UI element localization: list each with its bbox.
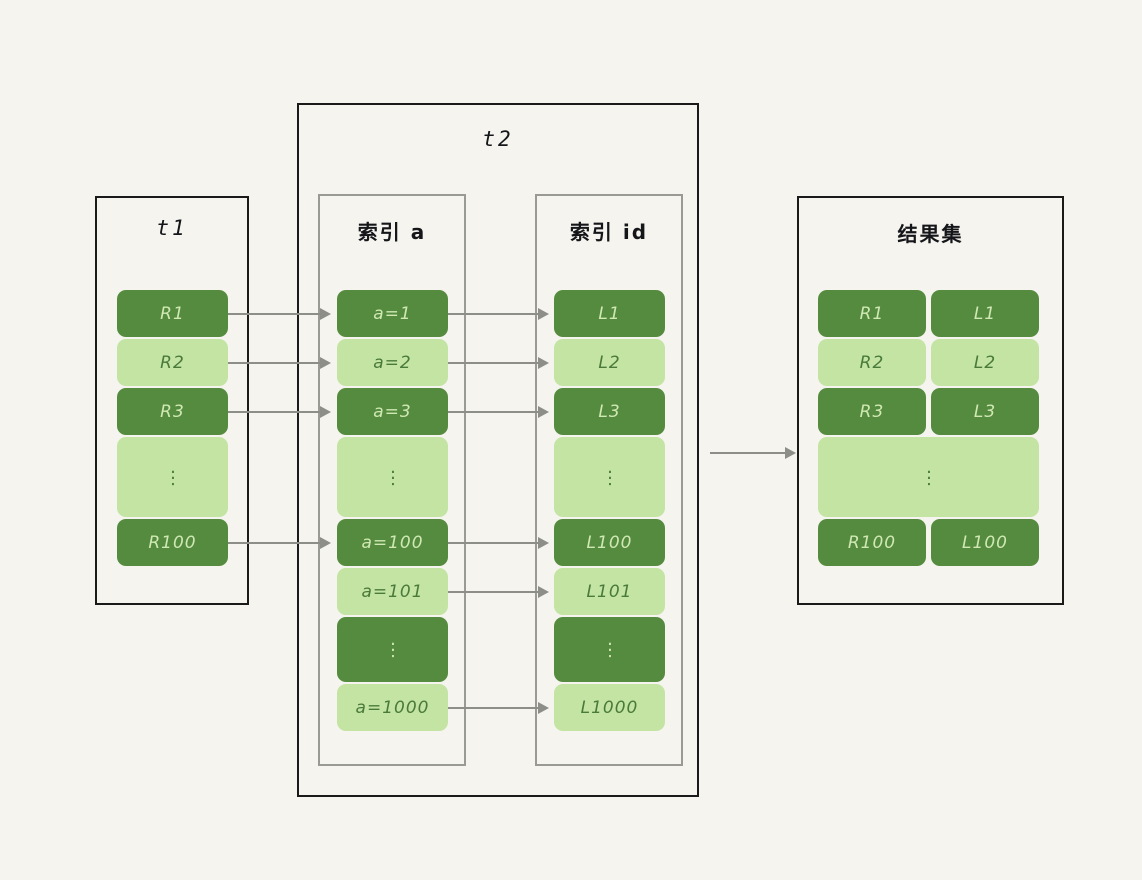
result-row-4-right-label: L100: [962, 532, 1008, 553]
index-id-cell-0[interactable]: L1: [554, 290, 665, 337]
index-id-cell-5-label: L101: [586, 581, 633, 602]
index-a-cell-7-label: a=1000: [355, 697, 430, 718]
index-id-cell-7-label: L1000: [580, 697, 639, 718]
arrow-t2-result-head-icon: [785, 447, 796, 459]
index-a-cell-0[interactable]: a=1: [337, 290, 448, 337]
index-a-cell-1[interactable]: a=2: [337, 339, 448, 386]
arrow-a101-head-icon: [538, 586, 549, 598]
t1-cell-2-label: R3: [160, 401, 185, 422]
t1-cell-3[interactable]: ⋮: [117, 437, 228, 517]
index-a-cell-5-label: a=101: [361, 581, 424, 602]
result-row-3-label: ⋮: [919, 465, 938, 488]
t1-cell-3-label: ⋮: [163, 465, 182, 488]
arrow-a3-head-icon: [538, 406, 549, 418]
result-row-0-right-label: L1: [973, 303, 997, 324]
arrow-a2-line: [448, 362, 538, 364]
subpanel-index-a-title: 索引 a: [357, 220, 427, 244]
result-row-0-left[interactable]: R1: [818, 290, 926, 337]
t1-cell-1[interactable]: R2: [117, 339, 228, 386]
result-row-4-right[interactable]: L100: [931, 519, 1039, 566]
arrow-a100-head-icon: [538, 537, 549, 549]
index-a-cell-5[interactable]: a=101: [337, 568, 448, 615]
arrow-a3-line: [448, 411, 538, 413]
arrow-a1000-line: [448, 707, 538, 709]
panel-result-title: 结果集: [897, 222, 964, 246]
index-a-cell-4[interactable]: a=100: [337, 519, 448, 566]
index-a-cell-2-label: a=3: [373, 401, 412, 422]
index-a-cell-4-label: a=100: [361, 532, 424, 553]
t1-cell-4[interactable]: R100: [117, 519, 228, 566]
result-row-2-left[interactable]: R3: [818, 388, 926, 435]
index-id-cell-3[interactable]: ⋮: [554, 437, 665, 517]
index-a-cell-7[interactable]: a=1000: [337, 684, 448, 731]
index-a-cell-6-label: ⋮: [383, 638, 402, 660]
arrow-t1-r1-head-icon: [320, 308, 331, 320]
index-a-cell-2[interactable]: a=3: [337, 388, 448, 435]
result-row-0-right[interactable]: L1: [931, 290, 1039, 337]
result-row-2-right[interactable]: L3: [931, 388, 1039, 435]
result-row-1-left-label: R2: [859, 352, 885, 373]
t1-cell-2[interactable]: R3: [117, 388, 228, 435]
panel-t1-title: t1: [156, 216, 188, 240]
result-row-2-right-label: L3: [973, 401, 997, 422]
result-row-2-left-label: R3: [859, 401, 885, 422]
index-id-cell-5[interactable]: L101: [554, 568, 665, 615]
subpanel-index-id-title: 索引 id: [569, 220, 649, 244]
index-id-cell-1[interactable]: L2: [554, 339, 665, 386]
index-a-cell-3-label: ⋮: [383, 465, 402, 488]
index-a-cell-6[interactable]: ⋮: [337, 617, 448, 682]
index-id-cell-6-label: ⋮: [600, 638, 619, 660]
arrow-a1-line: [448, 313, 538, 315]
index-a-cell-3[interactable]: ⋮: [337, 437, 448, 517]
t1-cell-1-label: R2: [160, 352, 185, 373]
arrow-a100-line: [448, 542, 538, 544]
arrow-t1-r2-head-icon: [320, 357, 331, 369]
index-id-cell-6[interactable]: ⋮: [554, 617, 665, 682]
arrow-a1000-head-icon: [538, 702, 549, 714]
index-id-cell-4-label: L100: [586, 532, 633, 553]
arrow-t1-r3-head-icon: [320, 406, 331, 418]
result-row-3-ellipsis[interactable]: ⋮: [818, 437, 1039, 517]
index-id-cell-7[interactable]: L1000: [554, 684, 665, 731]
arrow-t1-r3-line: [228, 411, 320, 413]
result-row-1-right-label: L2: [973, 352, 997, 373]
arrow-t2-result-line: [710, 452, 785, 454]
result-row-4-left[interactable]: R100: [818, 519, 926, 566]
arrow-a101-line: [448, 591, 538, 593]
index-id-cell-4[interactable]: L100: [554, 519, 665, 566]
t1-cell-0-label: R1: [160, 303, 185, 324]
panel-t2-title: t2: [482, 127, 514, 151]
index-id-cell-0-label: L1: [598, 303, 621, 324]
result-row-1-right[interactable]: L2: [931, 339, 1039, 386]
arrow-a1-head-icon: [538, 308, 549, 320]
arrow-t1-r100-line: [228, 542, 320, 544]
result-row-0-left-label: R1: [859, 303, 885, 324]
result-row-1-left[interactable]: R2: [818, 339, 926, 386]
index-a-cell-1-label: a=2: [373, 352, 412, 373]
result-row-4-left-label: R100: [847, 532, 897, 553]
t1-cell-0[interactable]: R1: [117, 290, 228, 337]
index-id-cell-1-label: L2: [598, 352, 621, 373]
t1-cell-4-label: R100: [148, 532, 197, 553]
index-id-cell-2-label: L3: [598, 401, 621, 422]
index-id-cell-2[interactable]: L3: [554, 388, 665, 435]
arrow-t1-r100-head-icon: [320, 537, 331, 549]
index-a-cell-0-label: a=1: [373, 303, 412, 324]
arrow-a2-head-icon: [538, 357, 549, 369]
arrow-t1-r2-line: [228, 362, 320, 364]
arrow-t1-r1-line: [228, 313, 320, 315]
index-id-cell-3-label: ⋮: [600, 465, 619, 488]
